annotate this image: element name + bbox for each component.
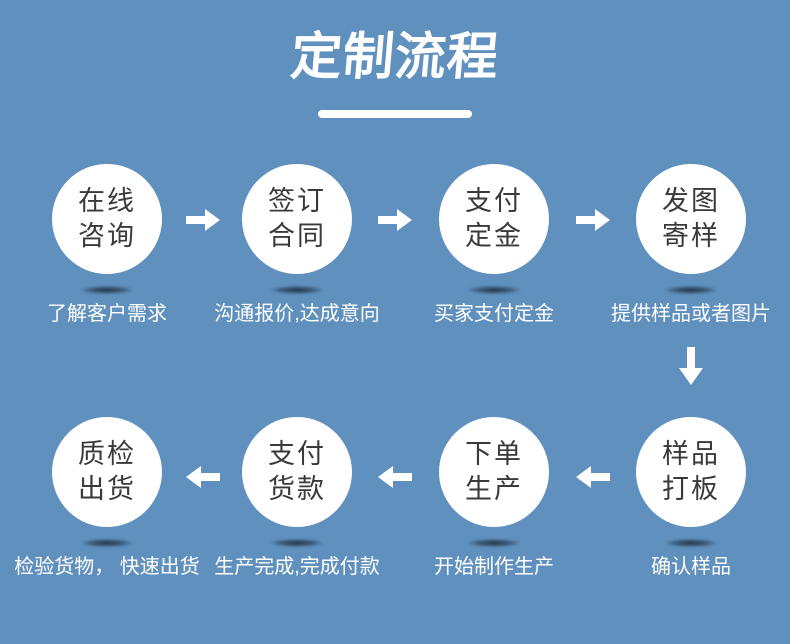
arrow-down-icon bbox=[679, 347, 703, 385]
step-caption: 生产完成,完成付款 bbox=[214, 556, 380, 578]
step-sign-contract: 签订 合同 沟通报价,达成意向 bbox=[202, 164, 392, 326]
circle-shadow bbox=[456, 537, 532, 549]
step-sample-proofing: 样品 打板 确认样品 bbox=[596, 417, 786, 579]
step-label-line1: 样品 bbox=[662, 439, 720, 469]
step-label-line1: 支付 bbox=[268, 439, 326, 469]
step-label-line2: 寄样 bbox=[662, 221, 720, 251]
step-pay-balance: 支付 货款 生产完成,完成付款 bbox=[202, 417, 392, 579]
step-caption: 开始制作生产 bbox=[434, 556, 554, 578]
step-label-line1: 下单 bbox=[465, 439, 523, 469]
circle-shadow bbox=[69, 284, 145, 296]
step-send-samples: 发图 寄样 提供样品或者图片 bbox=[596, 164, 786, 326]
step-caption: 确认样品 bbox=[651, 556, 731, 578]
arrow-right-icon bbox=[576, 207, 610, 233]
step-label-line2: 出货 bbox=[78, 474, 136, 504]
step-pay-deposit: 支付 定金 买家支付定金 bbox=[399, 164, 589, 326]
step-label-line2: 生产 bbox=[465, 474, 523, 504]
circle-shadow bbox=[259, 537, 335, 549]
step-label-line1: 支付 bbox=[465, 186, 523, 216]
circle-shadow bbox=[259, 284, 335, 296]
arrow-right-icon bbox=[378, 207, 412, 233]
arrow-right-icon bbox=[186, 207, 220, 233]
step-label-line2: 定金 bbox=[465, 221, 523, 251]
step-circle: 支付 货款 bbox=[242, 417, 352, 527]
step-label-line1: 质检 bbox=[78, 439, 136, 469]
step-label-line2: 打板 bbox=[662, 474, 720, 504]
step-order-production: 下单 生产 开始制作生产 bbox=[399, 417, 589, 579]
step-caption: 检验货物， 快速出货 bbox=[14, 556, 200, 578]
step-label-line1: 发图 bbox=[662, 186, 720, 216]
circle-shadow bbox=[69, 537, 145, 549]
step-circle: 样品 打板 bbox=[636, 417, 746, 527]
step-online-consulting: 在线 咨询 了解客户需求 bbox=[12, 164, 202, 326]
step-label-line1: 在线 bbox=[78, 186, 136, 216]
arrow-left-icon bbox=[576, 464, 610, 490]
arrow-left-icon bbox=[378, 464, 412, 490]
circle-shadow bbox=[456, 284, 532, 296]
circle-shadow bbox=[653, 284, 729, 296]
step-qc-shipment: 质检 出货 检验货物， 快速出货 bbox=[12, 417, 202, 579]
page-title: 定制流程 bbox=[288, 28, 502, 85]
step-circle: 签订 合同 bbox=[242, 164, 352, 274]
step-label-line2: 合同 bbox=[268, 221, 326, 251]
step-label-line1: 签订 bbox=[268, 186, 326, 216]
step-circle: 支付 定金 bbox=[439, 164, 549, 274]
step-circle: 下单 生产 bbox=[439, 417, 549, 527]
arrow-left-icon bbox=[186, 464, 220, 490]
title-underline bbox=[318, 110, 472, 118]
step-caption: 买家支付定金 bbox=[434, 303, 554, 325]
step-circle: 发图 寄样 bbox=[636, 164, 746, 274]
circle-shadow bbox=[653, 537, 729, 549]
step-circle: 在线 咨询 bbox=[52, 164, 162, 274]
title-block: 定制流程 bbox=[0, 28, 790, 86]
step-label-line2: 咨询 bbox=[78, 221, 136, 251]
step-caption: 提供样品或者图片 bbox=[611, 303, 771, 325]
step-caption: 沟通报价,达成意向 bbox=[214, 303, 380, 325]
step-circle: 质检 出货 bbox=[52, 417, 162, 527]
step-label-line2: 货款 bbox=[268, 474, 326, 504]
step-caption: 了解客户需求 bbox=[47, 303, 167, 325]
